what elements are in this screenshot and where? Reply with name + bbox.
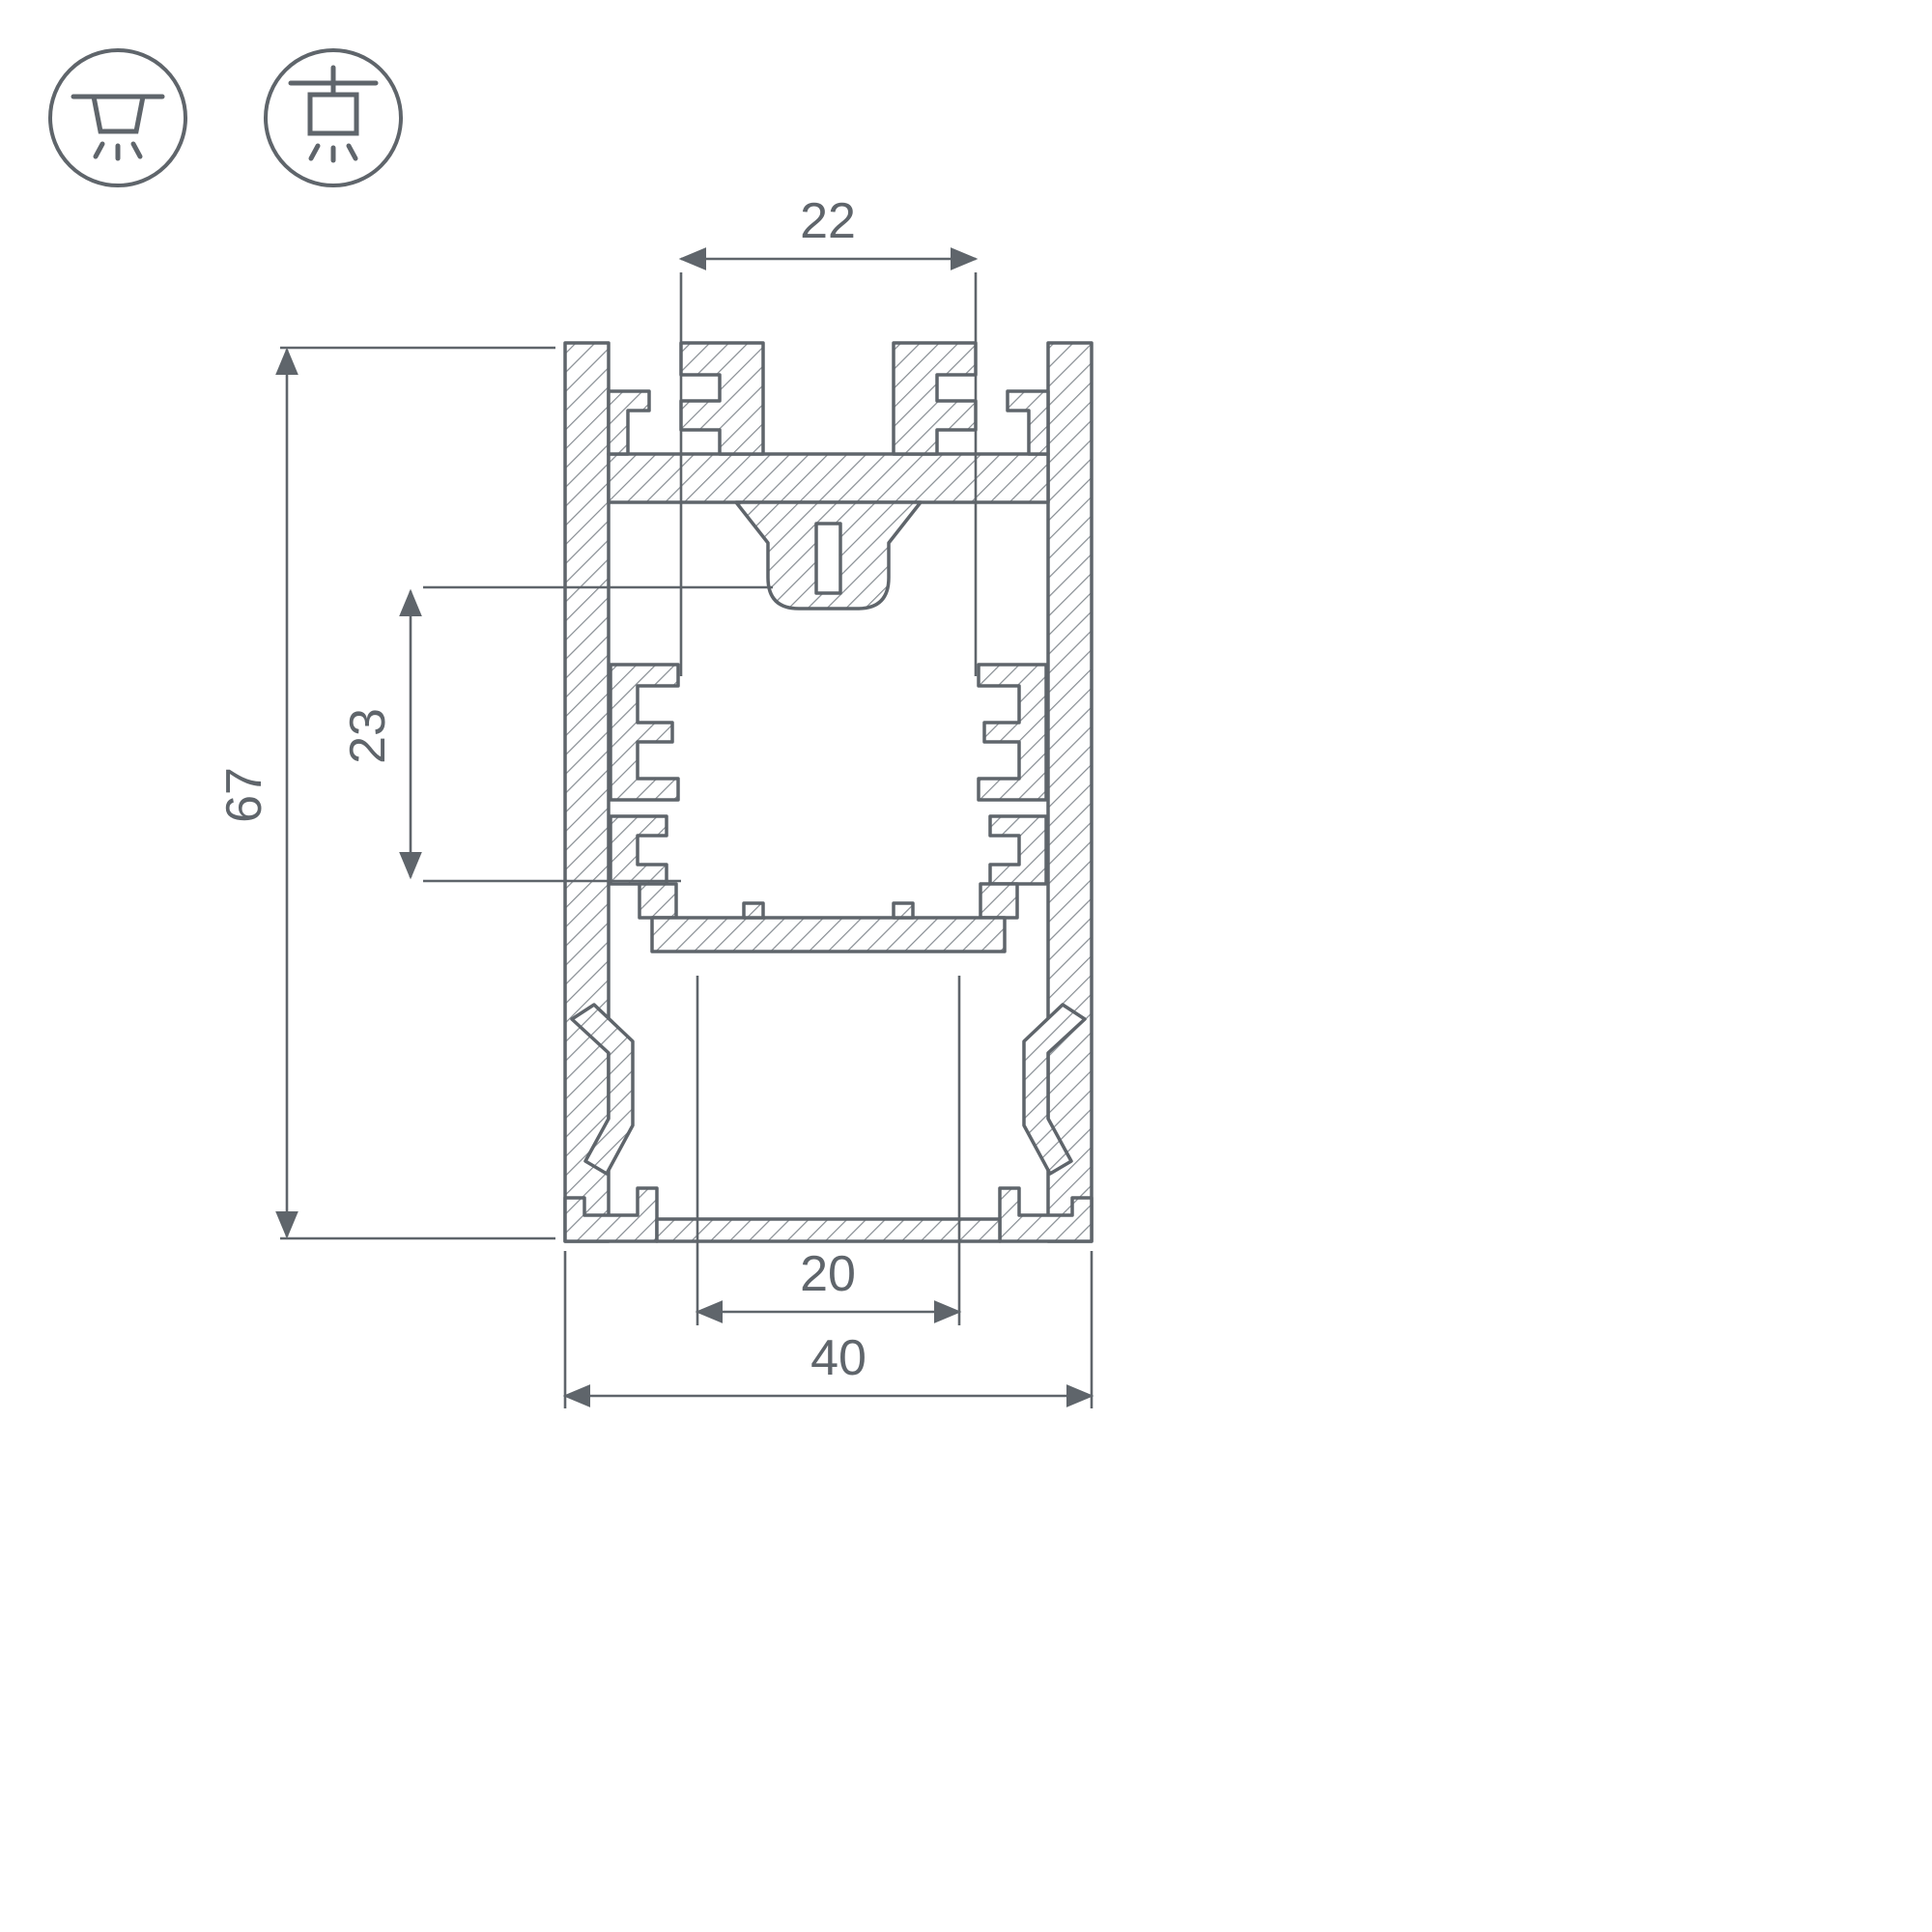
mounting-icons xyxy=(48,48,403,187)
top-right-wall-hook xyxy=(1006,389,1050,456)
bottom-lip-left xyxy=(563,1186,659,1243)
profile-cross-section xyxy=(563,341,1094,1243)
dimension-label-cavity-height: 23 xyxy=(340,708,396,764)
dimension-overall-width: 40 xyxy=(562,1251,1094,1408)
bottom-plate xyxy=(655,1217,1002,1243)
dimension-overall-height: 67 xyxy=(216,346,555,1240)
shelf-rib-right xyxy=(892,901,915,920)
diffuser-clip-right xyxy=(1022,1003,1087,1176)
dimension-cavity-height: 23 xyxy=(340,585,773,883)
dimensions: 22 67 23 20 40 xyxy=(216,193,1094,1408)
screw-boss xyxy=(734,500,923,611)
middle-clip-right-upper xyxy=(977,663,1048,802)
dimension-top-slot-width: 22 xyxy=(678,193,979,676)
dimension-channel-width: 20 xyxy=(695,976,962,1325)
right-outer-wall xyxy=(1046,341,1094,1243)
top-bridge xyxy=(607,452,1050,504)
middle-clip-right-lower xyxy=(988,814,1048,886)
shelf-hook-right xyxy=(979,882,1019,920)
recessed-mount-icon xyxy=(48,48,187,187)
left-outer-wall xyxy=(563,341,611,1243)
dimension-label-channel-width: 20 xyxy=(800,1246,856,1302)
shelf-plate xyxy=(650,916,1007,953)
top-left-wall-hook xyxy=(607,389,651,456)
middle-clip-left-upper xyxy=(609,663,680,802)
icon-circle xyxy=(264,48,403,187)
track-hook-left xyxy=(679,341,765,456)
shelf-hook-left xyxy=(638,882,678,920)
dimension-label-overall-width: 40 xyxy=(810,1330,867,1386)
dimension-label-top-slot-width: 22 xyxy=(800,193,856,249)
dimension-label-overall-height: 67 xyxy=(216,767,272,823)
surface-mount-icon xyxy=(264,48,403,187)
track-hook-right xyxy=(892,341,978,456)
icon-circle xyxy=(48,48,187,187)
shelf-rib-left xyxy=(742,901,765,920)
diffuser-clip-left xyxy=(570,1003,635,1176)
middle-clip-left-lower xyxy=(609,814,668,886)
bottom-lip-right xyxy=(998,1186,1094,1243)
